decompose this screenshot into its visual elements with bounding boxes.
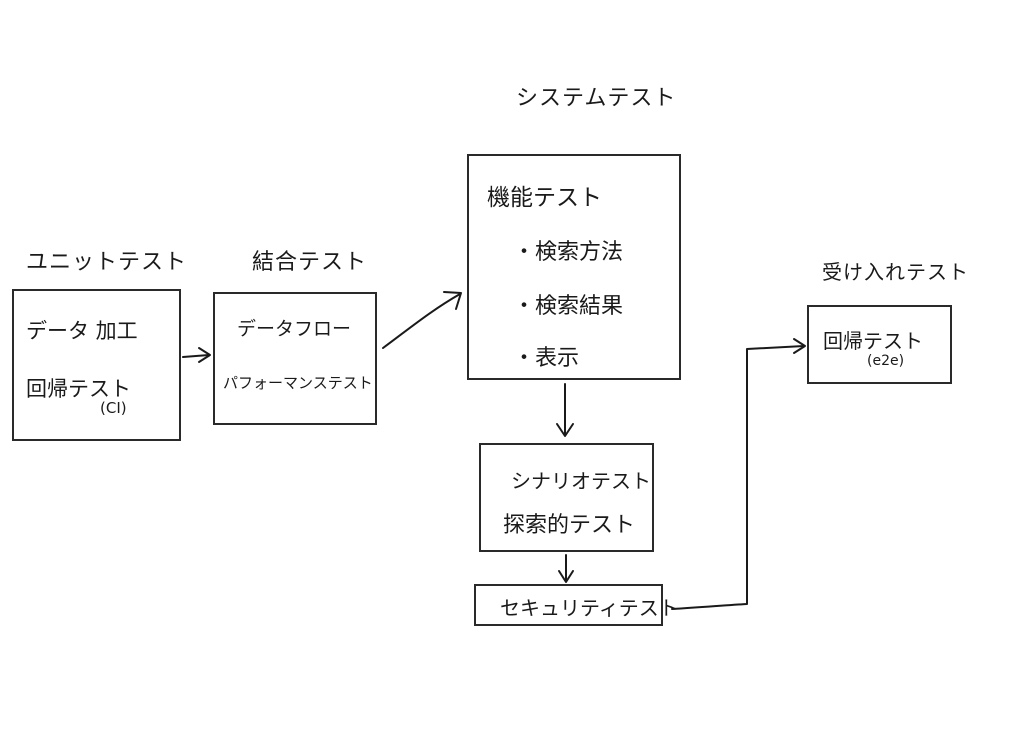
- functional-test-title: 機能テスト: [487, 185, 602, 211]
- functional-item-search-method: ・検索方法: [513, 240, 624, 265]
- arrowhead-integration-to-functional: [443, 291, 462, 310]
- acceptance-item-regression: 回帰テスト: [823, 329, 923, 353]
- functional-test-box: 機能テスト ・検索方法 ・検索結果 ・表示: [467, 154, 681, 380]
- scenario-item-exploratory: 探索的テスト: [503, 513, 636, 538]
- unit-test-box: データ 加工 回帰テスト (CI): [12, 289, 181, 441]
- functional-item-display: ・表示: [513, 346, 580, 371]
- integration-test-box: データフロー パフォーマンステスト: [213, 292, 377, 425]
- arrow-unit-to-integration: [182, 354, 210, 358]
- functional-item-search-result: ・検索結果: [513, 294, 624, 319]
- arrowhead-security-to-acceptance: [793, 338, 806, 354]
- integration-item-dataflow: データフロー: [237, 318, 352, 340]
- arrow-security-to-acceptance: [671, 345, 805, 610]
- scenario-item-scenario: シナリオテスト: [511, 469, 651, 493]
- acceptance-test-box: 回帰テスト (e2e): [807, 305, 952, 384]
- integration-item-performance: パフォーマンステスト: [223, 374, 373, 392]
- arrow-integration-to-functional: [382, 293, 461, 349]
- security-test-label: セキュリティテスト: [500, 596, 679, 620]
- arrowhead-functional-to-scenario: [556, 423, 574, 437]
- arrowhead-scenario-to-security: [558, 570, 574, 583]
- scenario-test-box: シナリオテスト 探索的テスト: [479, 443, 654, 552]
- system-test-title: システムテスト: [516, 86, 677, 111]
- unit-item-data-processing: データ 加工: [26, 319, 138, 343]
- acceptance-test-title: 受け入れテスト: [822, 260, 969, 284]
- unit-item-regression: 回帰テスト: [26, 377, 131, 401]
- unit-test-title: ユニットテスト: [26, 250, 188, 275]
- security-test-box: セキュリティテスト: [474, 584, 679, 626]
- unit-item-ci: (CI): [100, 399, 127, 417]
- acceptance-item-e2e: (e2e): [867, 353, 905, 369]
- integration-test-title: 結合テスト: [252, 250, 368, 275]
- arrowhead-unit-to-integration: [198, 347, 211, 363]
